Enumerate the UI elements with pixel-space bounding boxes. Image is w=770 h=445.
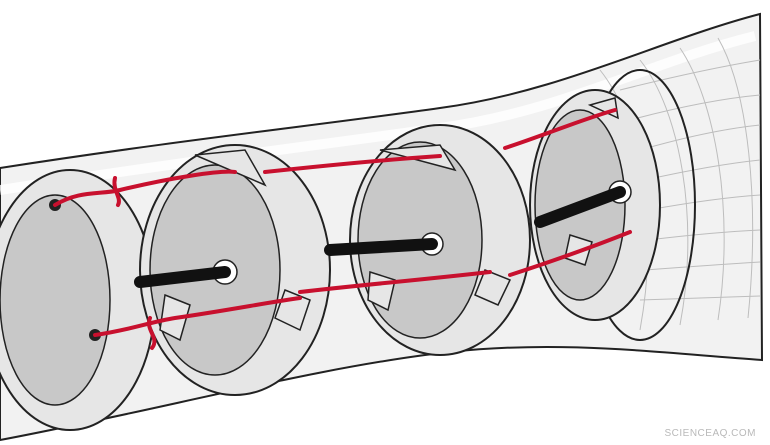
disk-1 [139,144,331,396]
watermark-text: SCIENCEAQ.COM [664,428,756,439]
red-tendon-bottom [93,230,632,350]
braided-mesh-section [599,37,761,331]
end-disk [0,169,156,431]
red-tendon-top [53,108,617,207]
black-core-rod [134,186,626,288]
